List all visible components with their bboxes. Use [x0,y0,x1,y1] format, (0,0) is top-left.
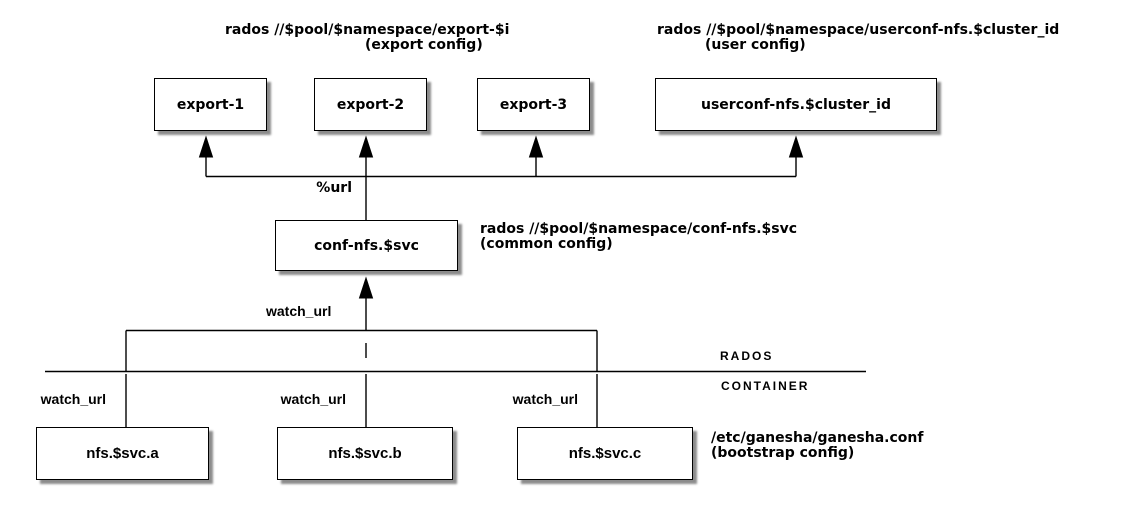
node-daemon-b: nfs.$svc.b [277,427,453,480]
node-daemon-a: nfs.$svc.a [36,427,209,480]
watch-url-label-a: watch_url [40,391,106,407]
node-daemon-c: nfs.$svc.c [517,427,693,480]
arrowhead-export-2 [358,135,374,158]
common-config-path-label: rados //$pool/$namespace/conf-nfs.$svc [480,221,798,237]
zone-label-rados: RADOS [720,349,774,363]
watch-url-label-c: watch_url [512,391,578,407]
export-config-caption: (export config) [365,37,483,53]
zone-label-container: CONTAINER [721,379,810,393]
user-config-path-label: rados //$pool/$namespace/userconf-nfs.$c… [657,22,1060,38]
watch-url-label-b: watch_url [280,391,346,407]
node-export-2: export-2 [314,78,427,131]
bootstrap-config-caption: (bootstrap config) [711,445,855,461]
arrowhead-common-conf [358,276,374,299]
arrowhead-userconf [788,135,804,158]
common-config-caption: (common config) [480,236,613,252]
arrowhead-export-3 [528,135,544,158]
node-export-3: export-3 [477,78,590,131]
bootstrap-config-path-label: /etc/ganesha/ganesha.conf [711,430,924,446]
node-export-1: export-1 [154,78,267,131]
node-common-conf: conf-nfs.$svc [275,220,458,271]
watch-url-label-top: watch_url [266,303,332,319]
node-userconf: userconf-nfs.$cluster_id [655,78,937,131]
export-config-path-label: rados //$pool/$namespace/export-$i [225,22,510,38]
arrowhead-export-1 [198,135,214,158]
user-config-caption: (user config) [705,37,806,53]
url-edge-label: %url [316,180,352,196]
